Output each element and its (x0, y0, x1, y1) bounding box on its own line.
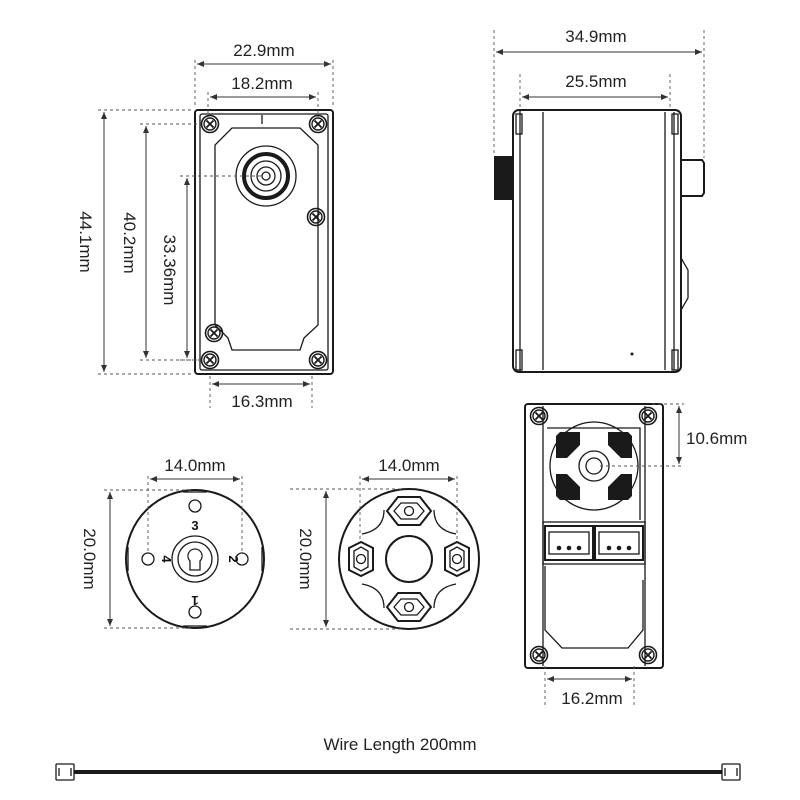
hex-horn (338, 488, 480, 630)
hex-horn-width: 14.0mm (378, 456, 439, 475)
screw-icon (529, 645, 549, 665)
screw-icon (200, 114, 220, 134)
top-view-dimensions: 22.9mm 18.2mm 16.3mm 44.1mm 40.2mm 33.36… (76, 41, 334, 411)
disc-horn-width: 14.0mm (164, 456, 225, 475)
dim-shaft-offset: 10.6mm (686, 429, 747, 448)
pin-label-4: 4 (159, 555, 174, 563)
screw-icon (200, 350, 220, 370)
dim-height-overall: 44.1mm (76, 211, 95, 272)
output-shaft (235, 145, 297, 207)
dim-length-overall: 34.9mm (565, 27, 626, 46)
side-view-dimensions: 34.9mm 25.5mm (493, 27, 705, 158)
pin-label-1: 1 (191, 593, 198, 608)
disc-horn-dimensions: 14.0mm 20.0mm (80, 456, 243, 629)
screw-icon (638, 645, 658, 665)
dim-height-screw: 40.2mm (120, 212, 139, 273)
disc-horn-height: 20.0mm (80, 528, 99, 589)
dim-screw-spacing: 16.2mm (561, 689, 622, 708)
screw-icon (638, 406, 658, 426)
connector-port (544, 525, 594, 561)
screw-icon (306, 207, 326, 227)
connector-port (594, 525, 644, 561)
hex-nut (385, 496, 433, 526)
dim-width-bottom: 16.3mm (231, 392, 292, 411)
case-top-plate (214, 127, 319, 351)
servo-bottom-view (524, 403, 664, 669)
servo-case-outline (194, 109, 334, 375)
bottom-case-outline (524, 403, 664, 669)
servo-side-view (494, 109, 705, 373)
disc-horn: 3 4 2 1 (125, 489, 265, 629)
screw-icon (529, 406, 549, 426)
servo-wire (55, 763, 741, 781)
screw-icon (204, 323, 224, 343)
rear-boss (681, 159, 705, 197)
hex-nut (444, 540, 470, 578)
dim-width-overall: 22.9mm (233, 41, 294, 60)
pin-label-3: 3 (191, 518, 198, 533)
side-case-outline (512, 109, 682, 373)
hex-nut (385, 592, 433, 622)
wire-length-caption: Wire Length 200mm (323, 735, 476, 754)
bottom-view-dimensions: 10.6mm 16.2mm (544, 403, 747, 708)
dim-length-body: 25.5mm (565, 72, 626, 91)
screw-icon (308, 350, 328, 370)
pin-label-2: 2 (226, 555, 241, 562)
hex-horn-height: 20.0mm (296, 528, 315, 589)
hex-nut (348, 540, 374, 578)
dim-width-inner: 18.2mm (231, 74, 292, 93)
spline-gear (494, 156, 513, 200)
dim-height-shaft: 33.36mm (160, 235, 179, 306)
hex-horn-dimensions: 14.0mm 20.0mm (290, 456, 458, 630)
servo-top-view (194, 109, 334, 375)
